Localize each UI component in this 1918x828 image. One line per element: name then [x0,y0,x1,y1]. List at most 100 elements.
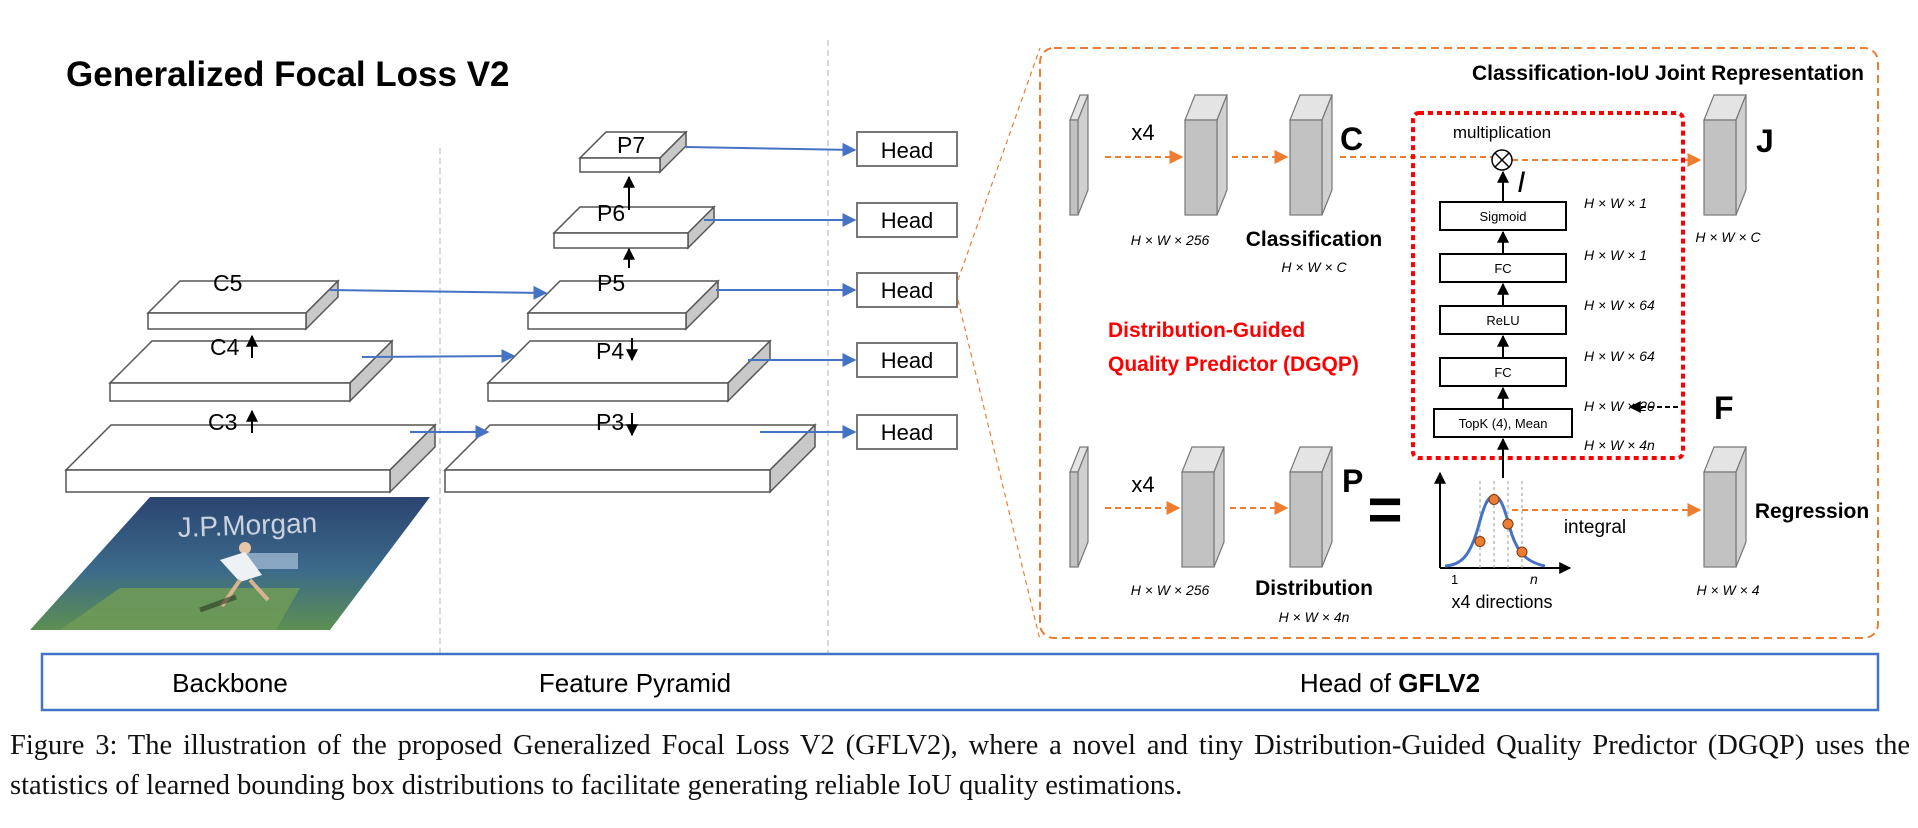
bottom-branch: x4 H × W × 256 P Distribution H × W × 4n… [1069,446,1403,625]
block-p4 [486,339,772,403]
layer-fc2-label: FC [1494,261,1511,276]
top-branch: x4 H × W × 256 C Classification H × W × … [1069,94,1702,275]
label-p6: P6 [597,200,625,226]
dist-sample-point [1502,518,1514,530]
zoom-line-top [957,47,1041,281]
integral-label: integral [1564,517,1626,538]
multiply-icon [1491,149,1513,171]
bottom-repeat-label: x4 [1131,472,1154,497]
dist-curve [1444,494,1546,568]
block-p6 [552,205,716,250]
dist-caption: x4 directions [1451,592,1552,612]
dims-fc2: H × W × 1 [1584,247,1647,263]
top-dims-label: H × W × 256 [1131,232,1210,248]
dims-relu: H × W × 64 [1584,297,1655,313]
arrow-c5-p5 [329,285,548,300]
cls-feature-mid [1184,94,1228,216]
lateral-arrows [329,142,857,439]
distribution-plot: 1 n x4 directions [1434,471,1572,612]
diagram-title: Generalized Focal Loss V2 [66,55,510,94]
block-p7 [578,130,688,174]
dist-dims: H × W × 4n [1279,609,1350,625]
label-c3: C3 [208,409,237,435]
label-c5: C5 [213,270,242,296]
top-repeat-label: x4 [1131,120,1154,145]
input-image: J.P.Morgan [30,497,430,630]
regression-output: integral Regression H × W × 4 [1512,446,1869,598]
dist-sample-point [1474,536,1486,547]
cls-feature-out [1289,94,1333,216]
label-p5: P5 [597,270,625,296]
arrow-p7-head [685,142,857,157]
layer-sigmoid-label: Sigmoid [1480,209,1527,224]
joint-symbol: J [1756,123,1774,159]
block-c4 [108,339,394,403]
dist-label: Distribution [1255,577,1373,600]
dgqp-label-line1: Distribution-Guided [1108,319,1305,342]
backbone-blocks: C5 C4 C3 [64,270,437,494]
joint-output: J H × W × C [1695,94,1774,245]
section-head-bold: GFLV2 [1398,668,1480,698]
joint-feature [1703,94,1747,216]
head-box-p4 [856,342,958,378]
section-pyramid: Feature Pyramid [539,668,731,698]
layer-fc1-label: FC [1494,365,1511,380]
section-backbone: Backbone [172,668,288,698]
head-label-p6: Head [881,208,934,233]
block-c5 [146,279,340,331]
head-label-p5: Head [881,278,934,303]
block-c3 [64,423,437,494]
pyramid-blocks: P7 P6 P5 P4 P3 [443,130,817,494]
dgqp-module: multiplication I Sigmoid FC ReLU FC TopK… [1108,111,1734,478]
zoom-line-bottom [957,299,1041,641]
section-head-prefix: Head of [1300,668,1398,698]
reg-feature-out [1289,446,1333,568]
regression-label: Regression [1755,500,1869,523]
photo-sign-text: J.P.Morgan [177,507,318,543]
dist-x-start: 1 [1451,572,1458,587]
block-p3 [443,423,817,494]
head-boxes: Head Head Head Head Head [856,131,958,450]
layer-topk-label: TopK (4), Mean [1459,416,1548,431]
dist-sample-point [1516,546,1528,558]
dist-symbol: P [1342,463,1363,499]
section-head: Head of GFLV2 [1300,668,1480,698]
cls-feature-input [1069,94,1089,216]
reg-feature-input [1069,446,1089,568]
regression-dims: H × W × 4 [1696,582,1759,598]
layer-relu-label: ReLU [1486,313,1519,328]
head-box-p5 [856,272,958,308]
multiplication-label: multiplication [1453,123,1551,142]
label-c4: C4 [210,334,240,360]
gflv2-diagram: Generalized Focal Loss V2 J.P.Morgan [30,40,1880,712]
layer-relu [1439,305,1567,335]
figure-caption: Figure 3: The illustration of the propos… [10,730,1910,801]
label-p4: P4 [596,338,624,364]
label-p3: P3 [596,409,624,435]
bottom-dims-label: H × W × 256 [1131,582,1210,598]
equals-sign: = [1367,476,1402,543]
head-detail-panel [1039,47,1879,639]
dgqp-border [1411,111,1685,460]
dist-sample-point [1488,494,1500,505]
panel-title: Classification-IoU Joint Representation [1472,62,1864,85]
reg-feature-mid [1181,446,1225,568]
dims-input: H × W × 4n [1584,437,1655,453]
layer-fc2 [1439,253,1567,283]
head-box-p7 [856,131,958,167]
arrow-c4-p4 [361,349,516,364]
cls-label: Classification [1246,228,1383,251]
cls-symbol: C [1340,121,1363,157]
regression-feature [1703,446,1747,568]
dims-fc1: H × W × 64 [1584,348,1655,364]
joint-dims: H × W × C [1695,229,1761,245]
dist-x-end: n [1530,571,1538,587]
dims-sigmoid: H × W × 1 [1584,195,1647,211]
head-box-p6 [856,202,958,238]
feature-symbol: F [1714,390,1734,426]
block-p5 [526,279,720,331]
head-box-p3 [856,414,958,450]
quality-symbol: I [1517,166,1525,199]
section-bar [40,652,1880,712]
head-label-p4: Head [881,348,934,373]
